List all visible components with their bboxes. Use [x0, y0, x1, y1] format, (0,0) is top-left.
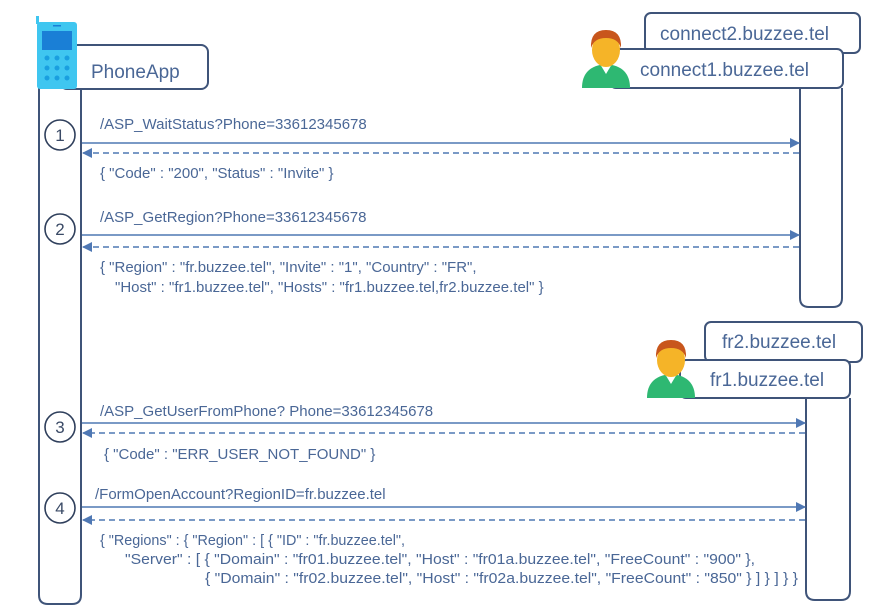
- response-label: "Server" : [ { "Domain" : "fr01.buzzee.t…: [125, 551, 755, 568]
- step-number: 3: [55, 418, 64, 437]
- request-label: /FormOpenAccount?RegionID=fr.buzzee.tel: [95, 486, 386, 503]
- step-number: 4: [55, 499, 64, 518]
- connect1-label: connect1.buzzee.tel: [640, 60, 809, 81]
- request-label: /ASP_GetUserFromPhone? Phone=33612345678: [100, 403, 433, 420]
- response-label: { "Region" : "fr.buzzee.tel", "Invite" :…: [100, 259, 477, 276]
- message-1: 1 /ASP_WaitStatus?Phone=33612345678 { "C…: [44, 116, 800, 182]
- response-label: { "Code" : "ERR_USER_NOT_FOUND" }: [104, 446, 375, 463]
- response-label: { "Domain" : "fr02.buzzee.tel", "Host" :…: [205, 570, 798, 587]
- response-label: "Host" : "fr1.buzzee.tel", "Hosts" : "fr…: [115, 279, 544, 296]
- mobile-phone-icon: [36, 16, 77, 89]
- participant-fr: fr2.buzzee.tel fr1.buzzee.tel: [647, 321, 863, 399]
- step-badge: [44, 119, 76, 151]
- phoneapp-label: PhoneApp: [91, 62, 180, 83]
- connect2-label: connect2.buzzee.tel: [660, 24, 829, 45]
- phoneapp-lifeline: [38, 88, 82, 605]
- message-4: 4 /FormOpenAccount?RegionID=fr.buzzee.te…: [44, 486, 806, 587]
- request-label: /ASP_WaitStatus?Phone=33612345678: [100, 116, 367, 133]
- fr1-label: fr1.buzzee.tel: [710, 370, 824, 391]
- step-number: 2: [55, 220, 64, 239]
- response-label: { "Regions" : { "Region" : [ { "ID" : "f…: [100, 532, 405, 549]
- response-label: { "Code" : "200", "Status" : "Invite" }: [100, 165, 334, 182]
- step-badge: [44, 411, 76, 443]
- step-number: 1: [55, 126, 64, 145]
- request-label: /ASP_GetRegion?Phone=33612345678: [100, 209, 366, 226]
- step-badge: [44, 213, 76, 245]
- message-3: 3 /ASP_GetUserFromPhone? Phone=336123456…: [44, 403, 806, 463]
- message-2: 2 /ASP_GetRegion?Phone=33612345678 { "Re…: [44, 209, 800, 296]
- connect-lifeline: [799, 88, 843, 308]
- participant-connect: connect2.buzzee.tel connect1.buzzee.tel: [582, 12, 861, 89]
- fr2-label: fr2.buzzee.tel: [722, 332, 836, 353]
- fr-lifeline: [805, 398, 851, 601]
- participant-phoneapp: PhoneApp: [36, 16, 209, 90]
- step-badge: [44, 492, 76, 524]
